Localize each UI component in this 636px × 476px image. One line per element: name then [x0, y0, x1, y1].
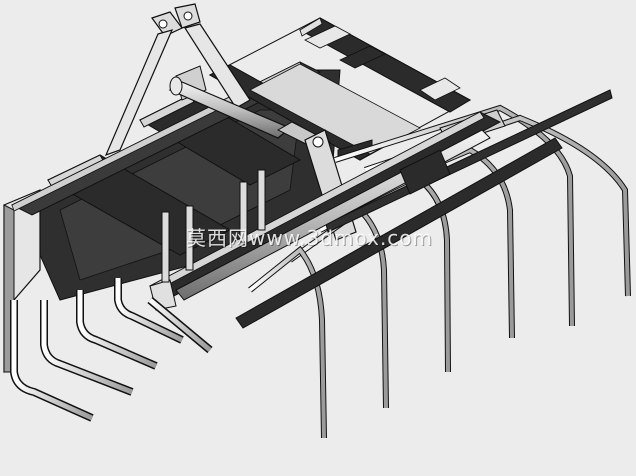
- frame-posts: [161, 169, 266, 283]
- fork-tines-front: [10, 278, 213, 422]
- watermark-cn: 莫西网: [186, 226, 249, 250]
- lower-main-beam: [148, 111, 502, 311]
- top-rear-frame: [208, 17, 472, 161]
- left-side-frame: [3, 189, 41, 373]
- watermark-url: www.3dmox.com: [249, 226, 434, 250]
- watermark: 莫西网www.3dmox.com: [186, 222, 433, 251]
